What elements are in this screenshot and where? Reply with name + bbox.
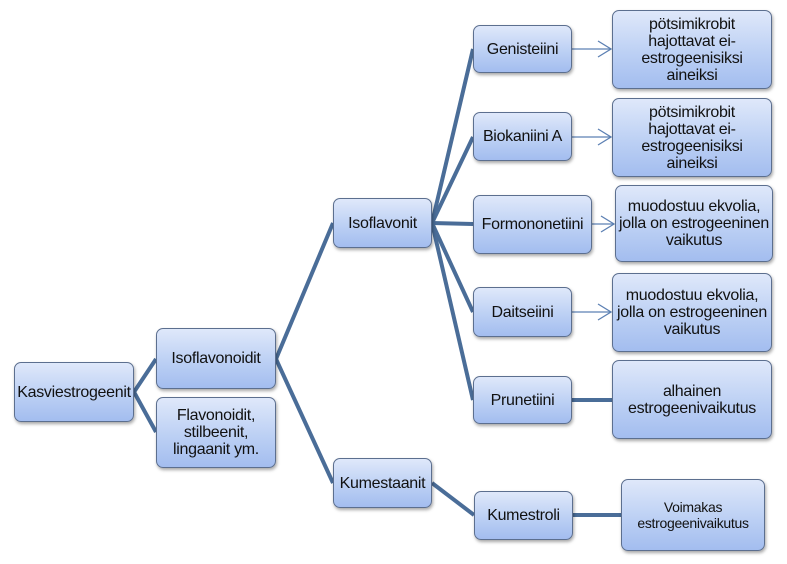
connector-isoflavonit-biokaniini [430, 136, 475, 224]
node-daitseiini: Daitseiini [473, 287, 572, 337]
node-genisteiini-effect: pötsimikrobit hajottavat ei- estrogeenis… [612, 10, 772, 89]
connector-isoflavonit-genisteiini [430, 48, 475, 224]
connector-isoflavonoidit-kumestaanit [274, 358, 335, 484]
node-label: Flavonoidit, stilbeenit, lingaanit ym. [173, 407, 259, 458]
node-label: Isoflavonoidit [171, 350, 261, 367]
node-genisteiini: Genisteiini [473, 25, 572, 73]
arrow-formononetiini-effect [592, 215, 616, 233]
node-daitseiini-effect: muodostuu ekvolia, jolla on estrogeenine… [612, 273, 772, 352]
connector-kumestaanit-kumestroli [430, 481, 476, 517]
connector-isoflavonit-daitseiini [430, 222, 475, 313]
node-flavonoidit-stilbeenit-lingaanit: Flavonoidit, stilbeenit, lingaanit ym. [156, 397, 276, 468]
node-biokaniini-a: Biokaniini A [473, 112, 572, 161]
connector-root-flavonoidit [132, 391, 158, 433]
node-label: Genisteiini [486, 40, 559, 58]
node-label: muodostuu ekvolia, jolla on estrogeenine… [617, 287, 767, 338]
node-kumestroli-effect: Voimakas estrogeenivaikutus [621, 479, 765, 551]
node-kumestaanit: Kumestaanit [333, 458, 432, 508]
node-kumestroli: Kumestroli [474, 491, 573, 540]
node-formononetiini: Formononetiini [473, 195, 592, 254]
node-isoflavonit: Isoflavonit [333, 198, 432, 248]
node-label: Isoflavonit [348, 214, 417, 232]
node-label: Daitseiini [491, 303, 554, 321]
node-isoflavonoidit: Isoflavonoidit [156, 328, 276, 389]
connector-isoflavonit-prunetiini [430, 222, 475, 401]
node-biokaniini-effect: pötsimikrobit hajottavat ei- estrogeenis… [612, 98, 772, 177]
node-label: alhainen estrogeenivaikutus [627, 382, 756, 417]
connector-isoflavonit-formononetiini [431, 221, 474, 226]
node-label: pötsimikrobit hajottavat ei- estrogeenis… [641, 15, 743, 84]
node-label: pötsimikrobit hajottavat ei- estrogeenis… [641, 103, 743, 172]
node-label: Kumestaanit [339, 474, 426, 492]
node-label: Prunetiini [490, 391, 555, 409]
node-label: Kasviestrogeenit [17, 383, 131, 401]
node-prunetiini-effect: alhainen estrogeenivaikutus [612, 360, 772, 439]
node-label: Biokaniini A [482, 128, 563, 145]
node-label: Formononetiini [481, 216, 584, 233]
arrow-daitseiini-effect [572, 303, 613, 321]
node-kasviestrogeenit: Kasviestrogeenit [14, 362, 134, 422]
connector-root-isoflavonoidit [132, 357, 158, 394]
node-prunetiini: Prunetiini [473, 376, 572, 424]
node-label: muodostuu ekvolia, jolla on estrogeenine… [619, 198, 769, 249]
node-label: Kumestroli [487, 507, 560, 524]
connector-isoflavonoidit-isoflavonit [274, 222, 335, 360]
arrow-biokaniini-effect [572, 128, 613, 146]
node-formononetiini-effect: muodostuu ekvolia, jolla on estrogeenine… [615, 185, 773, 262]
arrow-genisteiini-effect [572, 40, 613, 58]
node-label: Voimakas estrogeenivaikutus [637, 499, 749, 531]
